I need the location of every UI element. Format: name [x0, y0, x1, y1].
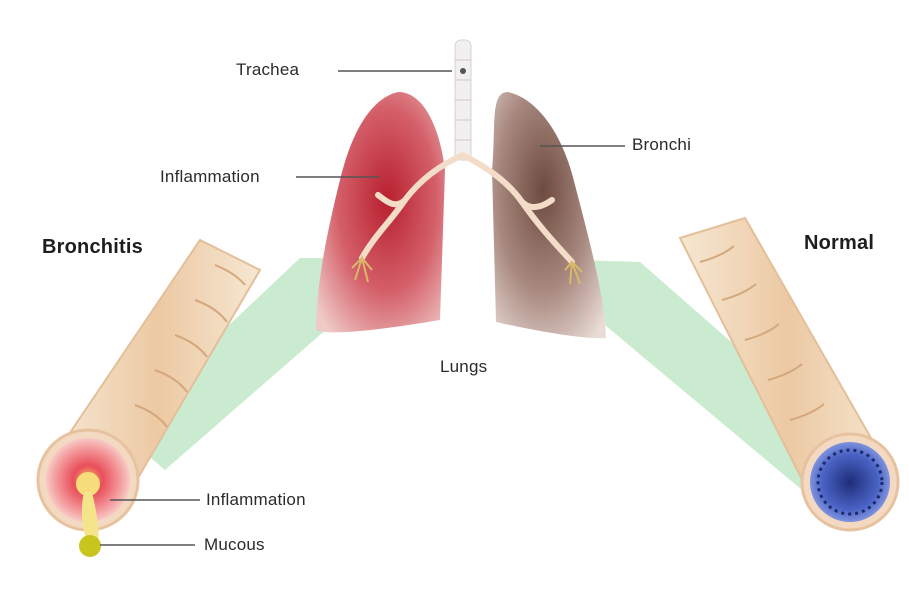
label-lungs: Lungs	[440, 357, 487, 377]
left-lung-inflamed	[316, 92, 445, 332]
right-lung-normal	[492, 92, 606, 338]
label-trachea: Trachea	[236, 60, 299, 80]
label-bronchitis: Bronchitis	[42, 236, 143, 259]
label-bronchi: Bronchi	[632, 135, 691, 155]
label-inflammation-lung: Inflammation	[160, 167, 260, 187]
label-mucous: Mucous	[204, 535, 265, 555]
mucous-blob	[79, 535, 101, 557]
label-inflammation-tube: Inflammation	[206, 490, 306, 510]
label-normal: Normal	[804, 232, 874, 255]
